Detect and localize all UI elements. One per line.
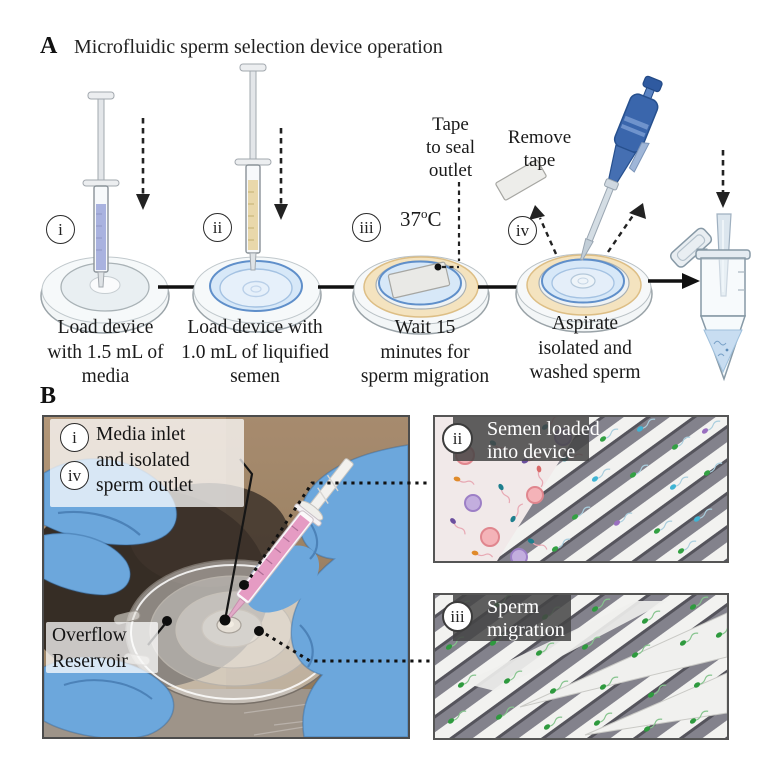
step-iii-caption: Wait 15 minutes for sperm migration xyxy=(360,317,490,388)
round-cells xyxy=(455,428,572,561)
step-iv-caption: Aspirate isolated and washed sperm xyxy=(529,313,641,384)
inset-ii-label-box xyxy=(453,417,589,461)
micropipette xyxy=(580,75,663,261)
inset-semen-loaded: Semen loaded into device ii xyxy=(433,415,729,563)
channel-wedge xyxy=(463,601,667,691)
dashed-arrow-to-pipette xyxy=(607,203,646,253)
panel-a-title: Microfluidic sperm selection device oper… xyxy=(74,36,443,58)
tape-seal-annotation: Tape to seal outlet xyxy=(425,114,476,182)
device-photo-art xyxy=(44,417,408,737)
channel-wedge xyxy=(519,612,727,708)
dashed-arrow-down-ii xyxy=(274,128,288,220)
temperature-annotation: 37oC xyxy=(400,206,442,231)
overflow-label: Overflow Reservoir xyxy=(46,622,158,673)
device-photo: i iv Media inlet and isolated sperm outl… xyxy=(42,415,410,739)
removed-tape xyxy=(495,159,547,201)
inset-iii-label-text: Sperm migration xyxy=(487,596,565,641)
port-label-line xyxy=(224,458,254,616)
inlet-port-dot xyxy=(239,580,249,590)
outlet-port-dot xyxy=(254,626,264,636)
dish-step-iv xyxy=(515,253,653,333)
inset-iii-numeral: iii xyxy=(442,601,473,632)
arrow-iv-tube xyxy=(648,273,700,289)
port-label-numeral-i: i xyxy=(60,423,89,452)
dish-step-iii xyxy=(352,182,490,335)
port-label-text: Media inlet and isolated sperm outlet xyxy=(96,424,193,497)
channel-wedge xyxy=(584,672,727,736)
step-iv-numeral: iv xyxy=(508,216,537,245)
inset-ii-label-text: Semen loaded into device xyxy=(487,418,600,463)
step-ii-caption: Load device with 1.0 mL of liquified sem… xyxy=(181,317,329,388)
dashed-arrow-down-tube xyxy=(716,150,730,208)
collection-tube xyxy=(669,213,751,382)
remove-tape-annotation: Remove tape xyxy=(507,127,572,172)
dashed-arrow-down-i xyxy=(136,118,150,210)
sealing-tape xyxy=(387,261,451,299)
step-iii-numeral: iii xyxy=(352,213,381,242)
dish-step-ii xyxy=(192,256,322,333)
overflow-port-dot xyxy=(162,616,172,626)
syringe-semen xyxy=(234,63,272,271)
syringe-media xyxy=(82,91,120,288)
dashed-arrow-to-tape xyxy=(529,205,558,255)
port-label-numeral-iv: iv xyxy=(60,461,89,490)
dish-step-i xyxy=(40,256,170,334)
center-port-dot xyxy=(219,614,231,626)
panel-b-label: B xyxy=(40,383,57,409)
step-ii-numeral: ii xyxy=(203,213,232,242)
inset-sperm-migration: Sperm migration iii xyxy=(433,593,729,740)
inset-migration-art xyxy=(435,595,727,738)
inset-ii-numeral: ii xyxy=(442,423,473,454)
panel-a-label: A xyxy=(40,33,58,59)
panel-a-illustration xyxy=(40,63,751,382)
step-i-caption: Load device with 1.5 mL of media xyxy=(47,317,164,388)
step-i-numeral: i xyxy=(46,215,75,244)
